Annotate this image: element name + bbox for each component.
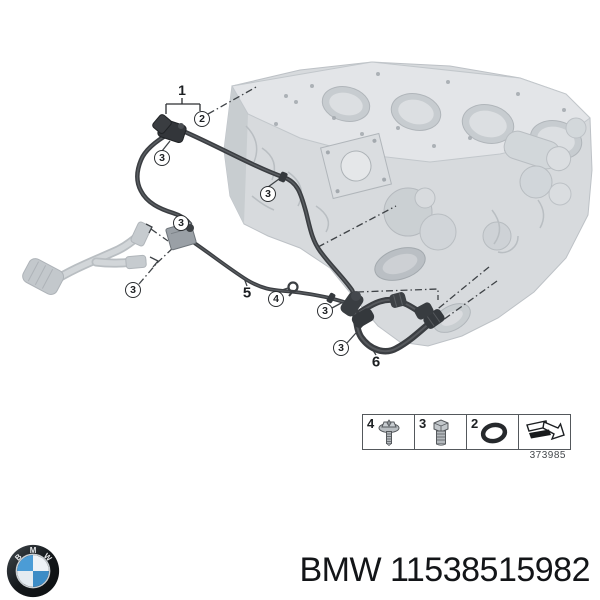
roundel-quadrant-white	[17, 571, 33, 587]
legend-cell-bolt: 3	[415, 415, 467, 449]
part-number-title: BMW 11538515982	[299, 551, 590, 590]
hose-fittings	[152, 114, 445, 329]
legend-cell-oring: 2	[467, 415, 519, 449]
legend-cell-screw: 4	[363, 415, 415, 449]
o-ring-icon	[480, 422, 507, 444]
roundel-quadrant-blue	[33, 571, 49, 587]
torx-screw-icon	[378, 419, 399, 446]
callout-3-circle: 3	[173, 215, 189, 231]
callout-3-circle: 3	[317, 303, 333, 319]
engine-block-illustration	[223, 61, 593, 347]
callout-3-circle: 3	[333, 340, 349, 356]
callout-3-circle: 3	[260, 186, 276, 202]
bmw-logo: B M W	[5, 543, 61, 599]
ghost-hose-assembly	[22, 221, 152, 295]
engine-front-flange	[319, 132, 393, 200]
fasteners-legend-table: 4 3	[362, 414, 571, 450]
direction-arrow-icon	[525, 420, 565, 441]
hose-5	[188, 238, 346, 304]
callout-3-circle: 3	[154, 150, 170, 166]
leader-lines	[138, 85, 498, 356]
part-number: 11538515982	[390, 551, 590, 589]
roundel-quadrant-blue	[17, 555, 33, 571]
casting-details	[245, 125, 545, 254]
logo-letter: M	[30, 546, 37, 555]
callout-1-label: 1	[178, 82, 186, 98]
callout-4-circle: 4	[268, 291, 284, 307]
hex-bolt-icon	[433, 419, 448, 446]
callout-5-label: 5	[242, 284, 252, 302]
legend-number: 3	[419, 416, 427, 431]
legend-number: 4	[367, 416, 375, 431]
legend-number: 2	[471, 416, 479, 431]
callout-3-circle: 3	[125, 282, 141, 298]
turbocharger	[374, 187, 457, 281]
logo-letter: B	[13, 552, 24, 563]
engine-right-components	[433, 117, 587, 333]
brand-name: BMW	[299, 551, 382, 589]
callout-6-label: 6	[371, 353, 381, 371]
legend-cell-direction	[519, 415, 570, 449]
roundel-quadrant-white	[33, 555, 49, 571]
hose-end-port	[178, 123, 184, 129]
label-1-bracket	[165, 98, 201, 114]
callout-2-circle: 2	[194, 111, 210, 127]
figure-number: 373985	[529, 450, 566, 461]
